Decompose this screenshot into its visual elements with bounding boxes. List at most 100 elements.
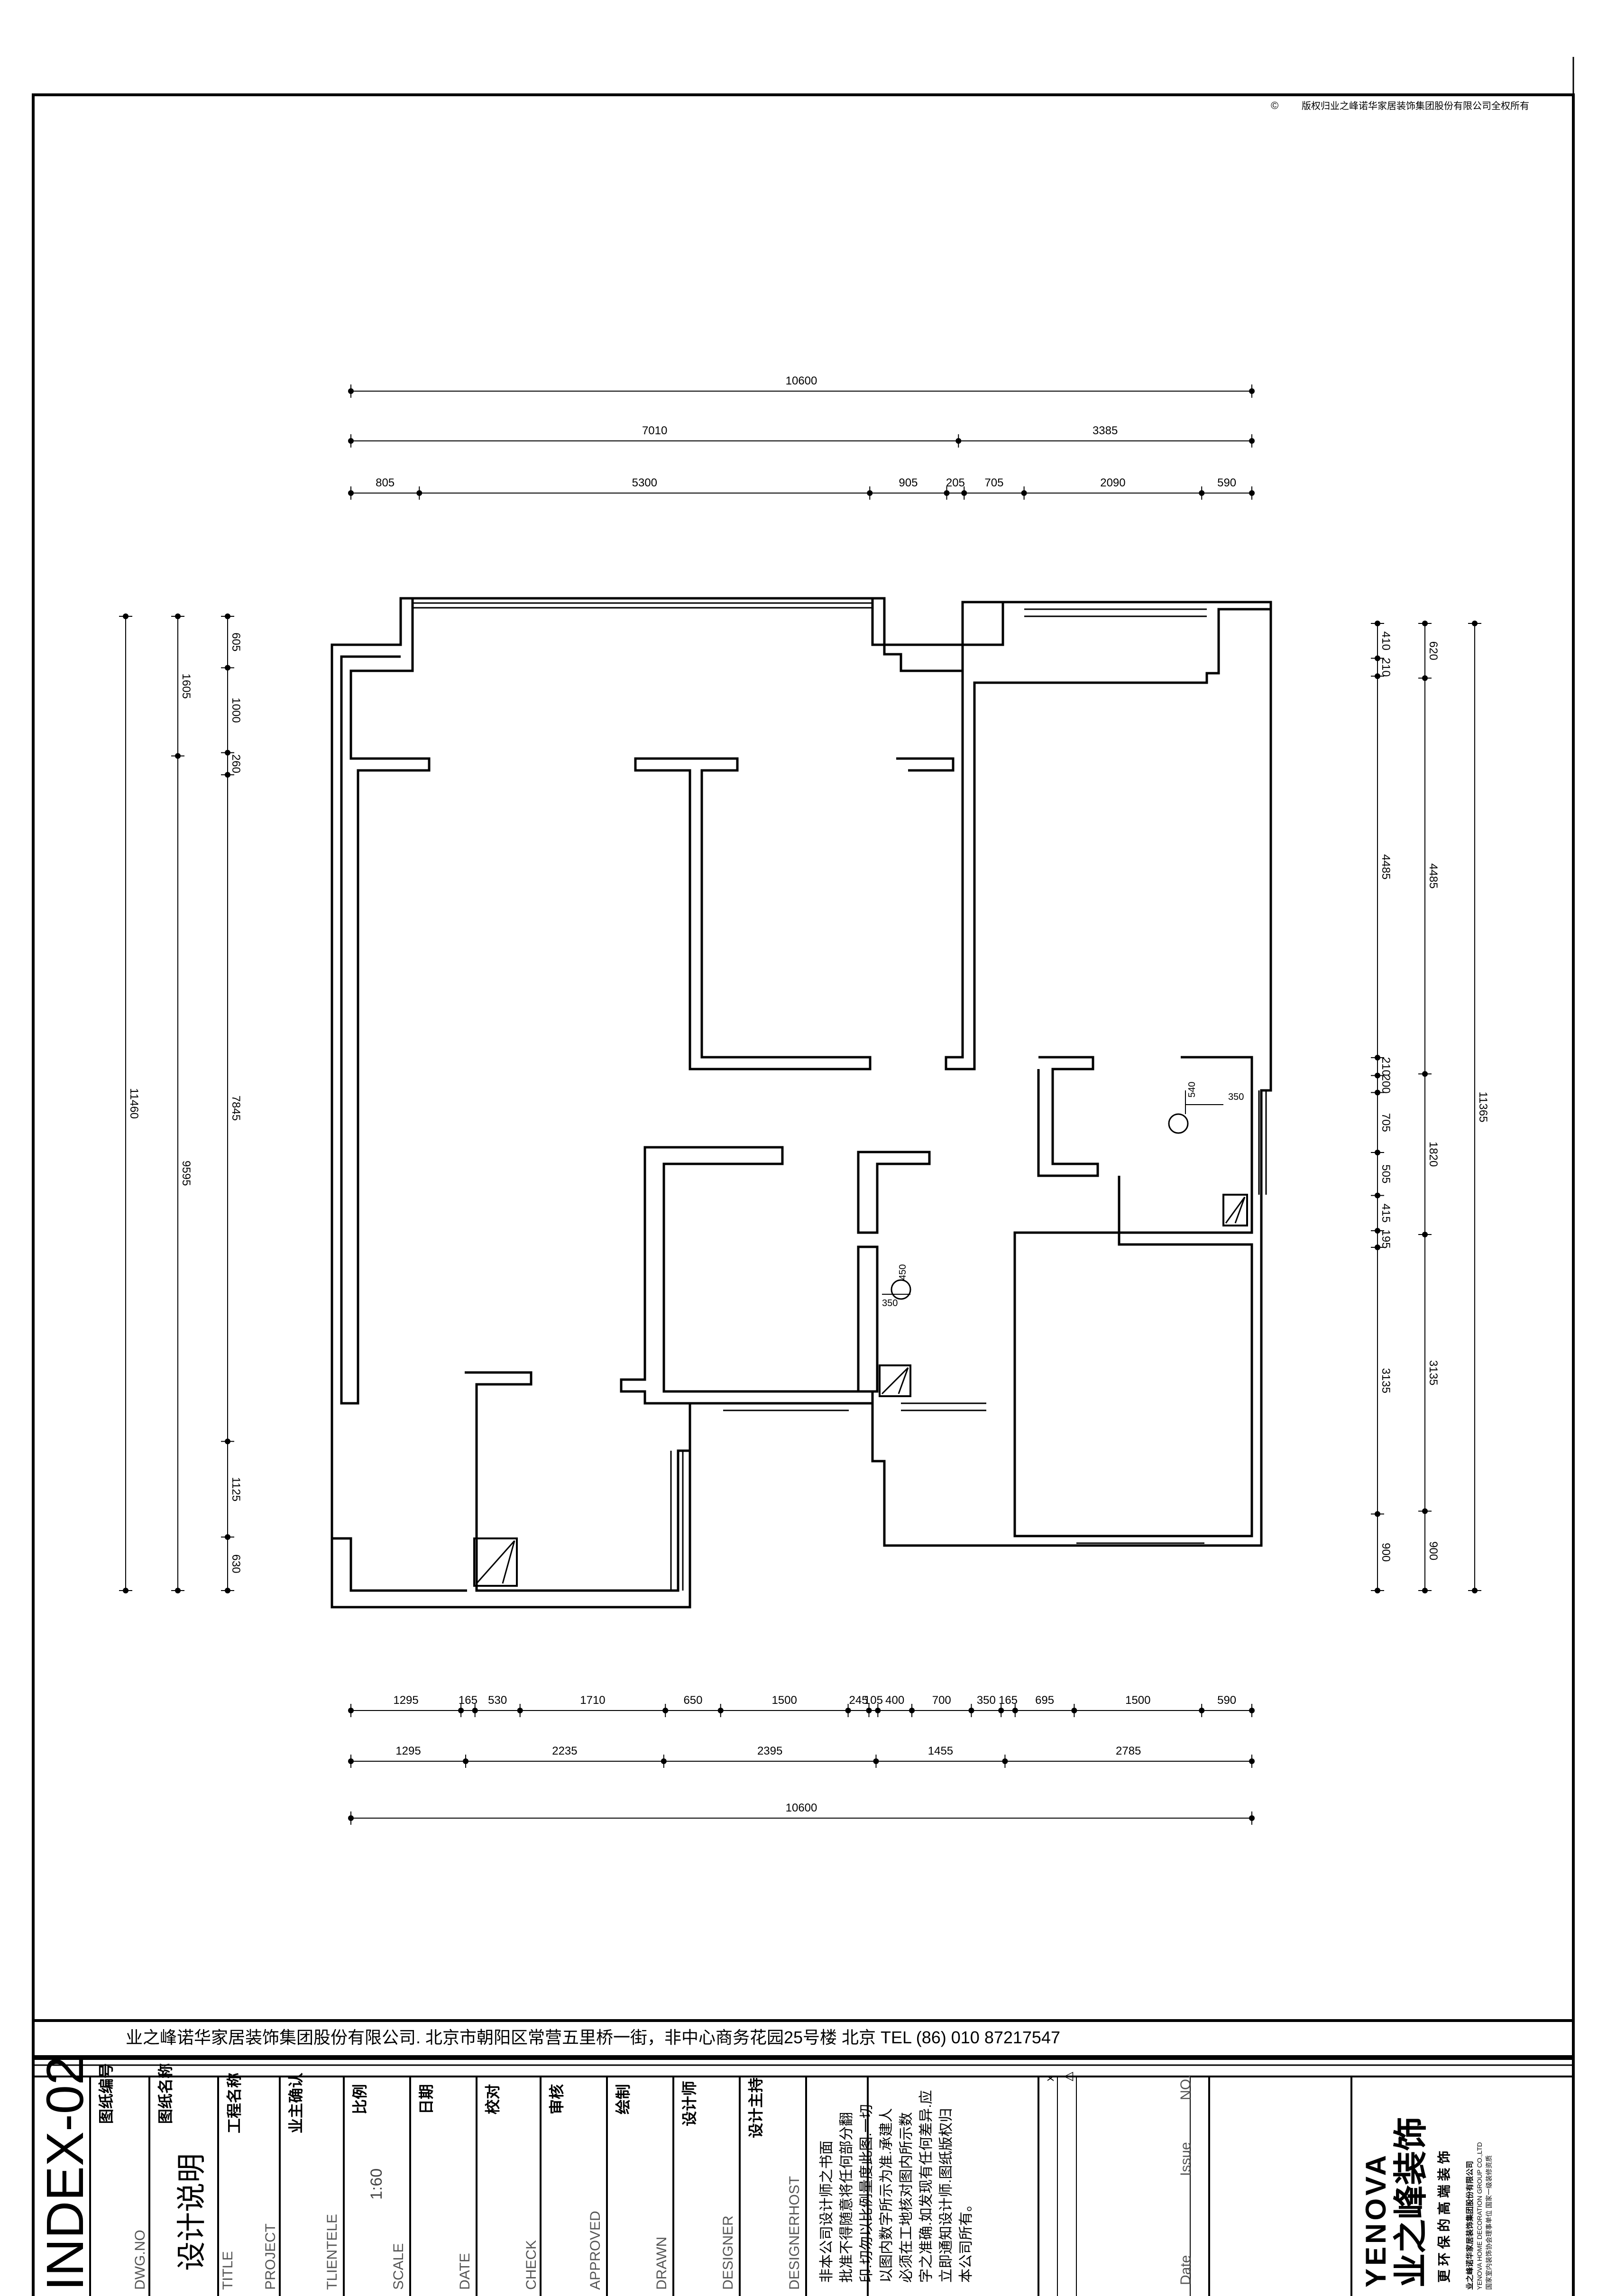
dim-right-outer: 11365 [1468,621,1489,1593]
fixture-dim-4: 350 [882,1298,898,1308]
title-block-text: INDEX-02 图纸编号 DWG.NO 图纸名称 设计说明 TITLE 工程名… [36,2056,1493,2291]
note-line: 印.切勿以比例量度此图.一切 [859,2104,874,2283]
master-bedroom-wall [945,608,1271,1070]
dim-left-inner-label: 260 [230,754,242,773]
fixture-dim-3: 450 [898,1264,908,1280]
dim-top-detail-label: 205 [946,476,965,489]
dim-bottom-detail-label: 1295 [393,1694,418,1707]
dim-bottom-detail-label: 700 [932,1694,951,1707]
dim-bottom-detail-label: 105 [864,1694,883,1707]
note-line: 立即通知设计师.图纸版权归 [938,2108,954,2283]
dim-right-inner-label: 3135 [1379,1368,1392,1393]
dim-left-outer-label: 11460 [128,1088,140,1119]
approved-label: 审核 [548,2084,565,2114]
dim-right-inner-label: 505 [1379,1164,1392,1183]
window-frames [413,597,1267,1591]
client-label: 业主确认 [287,2073,304,2133]
master-wall [896,757,955,772]
bathroom-wall-2 [1013,1056,1253,1537]
dim-bottom-detail-label: 350 [977,1694,996,1707]
dim-bottom-detail-label: 1500 [771,1694,797,1707]
dim-left-mid-label: 1605 [180,674,193,699]
designer-en: DESIGNER [720,2215,736,2290]
dim-bottom-mid-label: 1295 [395,1745,421,1757]
dim-right-inner-label: 200 [1379,1075,1392,1094]
dim-left-inner-label: 630 [230,1555,242,1573]
dim-bottom-detail-label: 650 [683,1694,702,1707]
dim-bottom-detail-label: 1710 [580,1694,605,1707]
drawing-no-label: 图纸编号 [98,2063,115,2124]
dim-top-detail-label: 905 [899,476,918,489]
revision-no: NO. [1178,2075,1194,2100]
dim-bottom-mid-label: 2235 [552,1745,577,1757]
dim-top-mid-label: 7010 [642,424,667,437]
fixture-dim-2: 350 [1228,1092,1244,1102]
copyright-text: 版权归业之峰诺华家居装饰集团股份有限公司全权所有 [1302,101,1529,111]
brand-name-en: YENOVA [1360,2152,1392,2287]
dim-bottom-detail-label: 400 [885,1694,904,1707]
dim-top-detail-label: 2090 [1100,476,1125,489]
dim-bottom-total-label: 10600 [786,1802,817,1814]
dim-bottom-detail-label: 165 [459,1694,478,1707]
approved-en: APPROVED [588,2211,603,2290]
dim-bottom-mid-label: 2785 [1116,1745,1141,1757]
copyright-notice: © 版权归业之峰诺华家居装饰集团股份有限公司全权所有 [1271,100,1529,111]
dim-left-inner-label: 1125 [230,1477,242,1501]
project-en: PROJECT [263,2223,278,2290]
dim-bottom-mid-label: 1455 [928,1745,953,1757]
dim-right-mid-label: 620 [1427,641,1440,660]
dim-right-inner-label: 900 [1379,1543,1392,1562]
title-value: 设计说明 [175,2153,208,2271]
kitchen-wall [620,1146,874,1405]
brand-company-cn: 业之峰诺华家居装饰集团股份有限公司 [1465,2161,1474,2290]
scale-value: 1:60 [367,2168,386,2200]
fixture-dimensions: 540 350 450 350 [882,1082,1244,1308]
toilet-wall [857,1245,879,1393]
scale-en: SCALE [391,2243,406,2290]
note-line: 字之准确.如发现有任何差异.应 [918,2090,934,2283]
drawing-no-en: DWG.NO [132,2230,148,2290]
dim-left-inner-label: 7845 [230,1096,242,1121]
bedroom-partition [634,757,872,1070]
bathroom-wall-1 [1037,1056,1099,1177]
dim-top-detail-label: 590 [1217,476,1236,489]
title-block-grid [33,2076,1573,2296]
floor-plan: 540 350 450 350 [331,597,1272,1609]
note-line: 本公司所有。 [958,2197,974,2283]
dim-bottom-detail-label: 165 [999,1694,1018,1707]
note-line: 必须在工地核对图内所示数 [899,2112,914,2283]
revision-triangle: △ [1060,2072,1074,2081]
host-label: 设计主持 [747,2077,764,2138]
dim-right-inner-label: 210 [1379,658,1392,677]
dim-bottom-detail-label: 1500 [1125,1694,1150,1707]
plumbing-fixtures [473,1113,1248,1587]
host-en: DESIGNERHOST [787,2176,802,2290]
dim-top-total: 10600 [348,375,1255,398]
revision-date: Date [1178,2255,1194,2285]
dim-right-inner-label: 705 [1379,1113,1392,1132]
date-label: 日期 [418,2084,435,2114]
drawn-en: DRAWN [654,2237,670,2290]
note-line: 批准不得随意将任何部分翻 [839,2112,854,2283]
floor-drain-1 [1168,1113,1189,1134]
dim-left-outer: 11460 [119,613,140,1593]
dim-top-total-label: 10600 [786,375,817,387]
project-label: 工程名称 [226,2073,243,2133]
dim-left-inner-label: 605 [230,632,242,651]
designer-label: 设计师 [681,2081,698,2126]
dim-right-mid-label: 900 [1427,1541,1440,1560]
company-address-line: 业之峰诺华家居装饰集团股份有限公司. 北京市朝阳区常营五里桥一街，非中心商务花园… [126,2028,1060,2047]
dim-top-detail-label: 805 [376,476,395,489]
client-en: TLIENTELE [324,2214,340,2290]
check-label: 校对 [484,2084,501,2114]
date-en: DATE [457,2253,473,2290]
check-en: CHECK [523,2240,539,2290]
note-line: 非本公司设计师之书面 [819,2140,835,2283]
outer-wall [331,597,1272,1609]
floor-drain-2 [891,1279,911,1300]
